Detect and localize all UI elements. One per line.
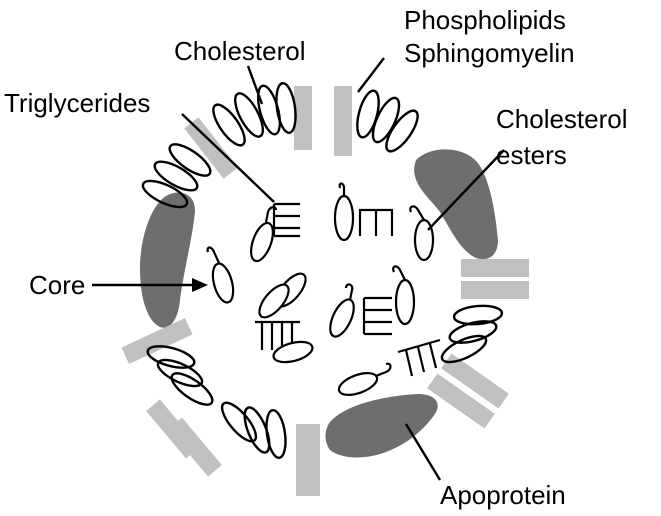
apoprotein-bottom	[325, 394, 438, 458]
apoprotein-left	[140, 192, 196, 328]
phospholipid-head	[156, 358, 204, 388]
cholesterol-bar	[334, 86, 352, 156]
phospholipid-head	[212, 103, 246, 147]
phospholipid-head	[448, 320, 498, 344]
phospholipid-head	[440, 334, 488, 364]
phospholipid-head	[371, 96, 401, 144]
phospholipid-head	[234, 92, 264, 138]
phospholipid-head	[170, 372, 214, 406]
triglyceride	[397, 338, 441, 377]
cholesterol-bar	[427, 373, 495, 429]
cholesterol-bar	[296, 424, 320, 496]
cholesterol-ester-tail	[409, 205, 425, 221]
triglyceride	[255, 320, 300, 350]
triglyceride	[362, 296, 392, 336]
phospholipid-head	[265, 409, 287, 459]
label-cholesterol: Cholesterol	[174, 36, 306, 66]
cholesterol-ester-tail	[344, 283, 354, 301]
phospholipid-head	[385, 109, 419, 153]
label-sphingomyelin: Sphingomyelin	[404, 38, 575, 68]
cholesterol-bar	[121, 318, 193, 364]
cholesterol-ester-tail	[206, 246, 221, 264]
cholesterol-esters-leader	[427, 149, 505, 231]
cholesterol-ester-tail	[264, 206, 278, 223]
cholesterol-bar	[461, 281, 529, 299]
apoprotein-leader	[404, 423, 442, 481]
cholesterol-ester	[329, 298, 355, 338]
cholesterol-bar	[461, 259, 529, 277]
triglyceride	[272, 202, 300, 238]
triglycerides	[255, 202, 441, 377]
label-phospholipids: Phospholipids	[404, 5, 566, 35]
cholesterol-ester	[250, 221, 274, 263]
label-cholesterol-esters-line2: esters	[496, 140, 567, 170]
cholesterol-ester	[211, 262, 235, 304]
phospholipid-head	[452, 304, 504, 326]
cholesterol-ester	[333, 194, 355, 242]
triglycerides-leader	[181, 113, 275, 203]
cholesterol-ester-tail	[392, 265, 406, 281]
phospholipid-head	[141, 179, 189, 209]
label-cholesterol-esters-line1: Cholesterol	[496, 104, 628, 134]
label-core: Core	[29, 270, 85, 300]
cholesterol-bars	[121, 86, 529, 496]
cholesterol-bar	[168, 417, 222, 477]
phospholipid-shell	[141, 82, 504, 459]
cholesterol-leader	[246, 65, 264, 105]
phospholipid-head	[146, 345, 196, 369]
phospholipids-leader	[357, 57, 385, 93]
cholesterol-ester-tail	[375, 362, 392, 378]
phospholipid-head	[275, 82, 297, 134]
triglyceride	[358, 208, 394, 236]
label-apoprotein: Apoprotein	[440, 480, 566, 510]
cholesterol-ester	[258, 283, 290, 319]
phospholipid-head	[220, 401, 258, 443]
cholesterol-ester	[272, 340, 314, 364]
cholesterol-bar	[294, 86, 312, 150]
core-arrow-head	[192, 278, 208, 292]
cholesterol-ester	[394, 278, 416, 326]
cholesterol-bar	[441, 353, 509, 409]
phospholipid-head	[153, 160, 199, 192]
core-lipids	[206, 182, 435, 396]
cholesterol-ester-tail	[338, 182, 346, 196]
cholesterol-bar	[184, 117, 238, 179]
phospholipid-head	[168, 143, 212, 177]
cholesterol-ester	[337, 372, 379, 396]
label-triglycerides: Triglycerides	[4, 88, 150, 118]
